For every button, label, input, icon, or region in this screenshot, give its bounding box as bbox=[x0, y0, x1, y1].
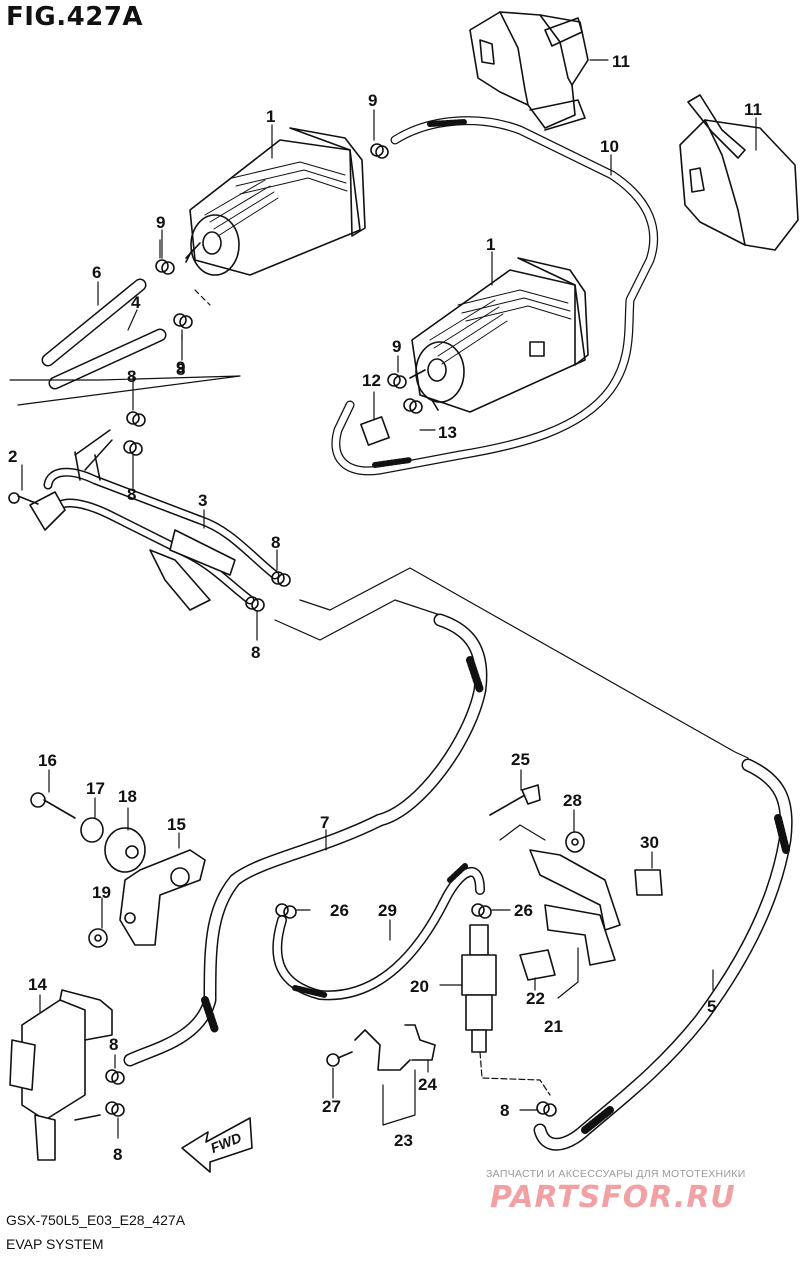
callout-26-b: 26 bbox=[514, 901, 533, 920]
hose-10 bbox=[331, 116, 659, 476]
callout-8-e: 8 bbox=[109, 1035, 118, 1054]
cushion-18 bbox=[104, 827, 146, 873]
callout-24: 24 bbox=[418, 1075, 437, 1094]
callout-1-lower: 1 bbox=[486, 235, 495, 254]
canister-bracket-side bbox=[679, 94, 799, 251]
bolt-16 bbox=[30, 792, 76, 819]
callout-8-d: 8 bbox=[251, 643, 260, 662]
callout-19: 19 bbox=[92, 883, 111, 902]
canister-upper bbox=[185, 127, 366, 276]
callout-6: 6 bbox=[92, 263, 101, 282]
callout-8-a: 8 bbox=[127, 367, 136, 386]
clip-22 bbox=[519, 949, 556, 981]
callout-2: 2 bbox=[8, 447, 17, 466]
callout-16: 16 bbox=[38, 751, 57, 770]
callout-5: 5 bbox=[707, 997, 716, 1016]
figure-title: FIG.427A bbox=[6, 2, 144, 32]
callout-18: 18 bbox=[118, 787, 137, 806]
callout-25: 25 bbox=[511, 750, 530, 769]
callout-10: 10 bbox=[600, 137, 619, 156]
screw-27 bbox=[326, 1051, 353, 1067]
callout-27: 27 bbox=[322, 1097, 341, 1116]
hose-4 bbox=[48, 328, 167, 390]
callout-26-a: 26 bbox=[330, 901, 349, 920]
callout-3: 3 bbox=[198, 491, 207, 510]
callout-15: 15 bbox=[167, 815, 186, 834]
hose-29 bbox=[272, 863, 485, 1001]
callout-21: 21 bbox=[544, 1017, 563, 1036]
callout-11-a: 11 bbox=[612, 52, 630, 71]
callout-30: 30 bbox=[640, 833, 659, 852]
callout-11-b: 11 bbox=[744, 100, 762, 119]
hose-7 bbox=[123, 613, 488, 1067]
callout-8-c: 8 bbox=[271, 533, 280, 552]
pipe-assembly-3 bbox=[29, 429, 280, 611]
clamps bbox=[105, 143, 557, 1117]
fwd-arrow bbox=[181, 1117, 253, 1173]
callout-17: 17 bbox=[86, 779, 105, 798]
callout-9-c: 8 bbox=[176, 360, 185, 379]
callout-9-a: 9 bbox=[368, 91, 377, 110]
figure-code: GSX-750L5_E03_E28_427A bbox=[6, 1212, 186, 1228]
callout-8-f: 8 bbox=[113, 1145, 122, 1164]
nut-19 bbox=[88, 928, 108, 948]
callout-9-d: 9 bbox=[392, 337, 401, 356]
callout-8-g: 8 bbox=[500, 1101, 509, 1120]
hose-5 bbox=[533, 758, 793, 1151]
callout-9-b: 9 bbox=[156, 213, 165, 232]
bracket-21 bbox=[499, 824, 621, 966]
callout-1-upper: 1 bbox=[266, 107, 275, 126]
watermark-logo: PARTSFOR.RU bbox=[490, 1180, 736, 1215]
bracket-15 bbox=[119, 849, 206, 946]
callout-23: 23 bbox=[394, 1131, 413, 1150]
callout-13: 13 bbox=[438, 423, 457, 442]
filter-20 bbox=[461, 924, 497, 1053]
hose-6 bbox=[41, 278, 147, 367]
callout-4: 4 bbox=[131, 293, 141, 312]
canister-bracket-top bbox=[469, 11, 589, 131]
collar-17 bbox=[80, 817, 104, 843]
bolt-2 bbox=[8, 492, 39, 505]
callout-28: 28 bbox=[563, 791, 582, 810]
rivet-25 bbox=[489, 784, 541, 816]
watermark-text: ЗАПЧАСТИ И АКСЕССУАРЫ ДЛЯ МОТОТЕХНИКИ bbox=[486, 1168, 746, 1180]
washer-28 bbox=[565, 831, 585, 853]
callout-22: 22 bbox=[526, 989, 545, 1008]
cap-12 bbox=[360, 416, 390, 446]
canister-lower bbox=[409, 257, 589, 413]
purge-valve-14 bbox=[9, 989, 113, 1161]
callout-8-b: 8 bbox=[127, 485, 136, 504]
callout-14: 14 bbox=[28, 975, 47, 994]
callout-12: 12 bbox=[362, 371, 381, 390]
callout-labels: 1 1 2 3 4 5 6 7 8 8 8 8 8 8 8 8 9 9 9 9 … bbox=[8, 52, 762, 1164]
callout-9-e: 9 bbox=[176, 358, 185, 377]
callout-20: 20 bbox=[410, 977, 429, 996]
callout-29: 29 bbox=[378, 901, 397, 920]
callout-7: 7 bbox=[320, 813, 329, 832]
figure-name: EVAP SYSTEM bbox=[6, 1236, 104, 1252]
clip-30 bbox=[634, 869, 663, 896]
leader-lines bbox=[21, 59, 757, 1139]
clamp-23 bbox=[354, 1024, 436, 1071]
